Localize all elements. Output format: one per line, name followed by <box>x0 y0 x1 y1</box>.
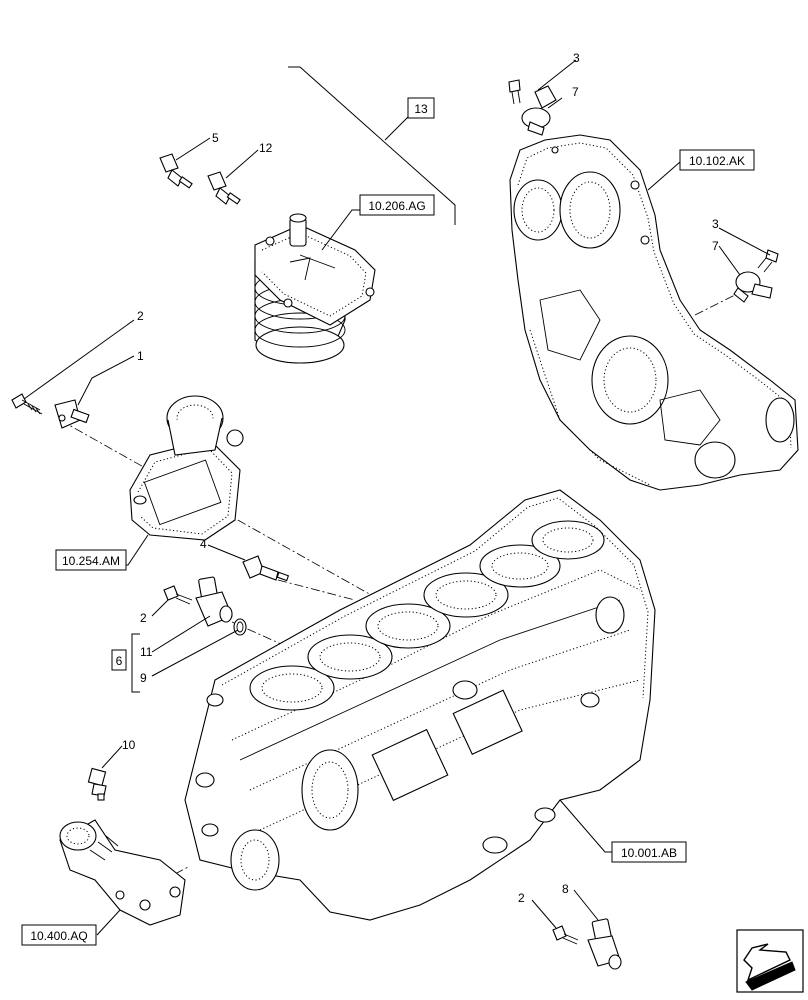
exhaust-manifold-elbow <box>129 395 244 541</box>
sensor-10 <box>87 767 107 801</box>
seal-ring-9 <box>233 618 247 636</box>
oil-filter-assembly <box>254 213 376 364</box>
sensor-1 <box>54 399 90 429</box>
sensor-5 <box>159 153 193 189</box>
callout-7-upper: 7 <box>572 85 579 99</box>
reference-10-102-ak: 10.102.AK <box>679 149 755 171</box>
reference-10-254-am: 10.254.AM <box>55 549 127 571</box>
bolt-2-upper <box>11 393 43 415</box>
callout-numbers: 2 1 3 7 3 7 4 5 12 2 11 9 10 2 8 <box>122 51 719 905</box>
reference-13: 13 <box>407 97 435 119</box>
callout-5: 5 <box>212 131 219 145</box>
reference-6-label: 6 <box>116 654 123 668</box>
reference-10-206-ag-label: 10.206.AG <box>368 199 425 213</box>
sensor-7-upper <box>521 85 557 136</box>
sensor-12 <box>207 171 241 205</box>
callout-1: 1 <box>137 349 144 363</box>
sensor-11 <box>195 576 233 627</box>
reference-10-400-aq-label: 10.400.AQ <box>30 929 87 943</box>
reference-13-label: 13 <box>414 102 428 116</box>
callout-12: 12 <box>259 141 273 155</box>
sensor-4 <box>242 555 290 582</box>
reference-10-206-ag: 10.206.AG <box>359 194 435 216</box>
callout-11: 11 <box>140 645 153 659</box>
reference-10-102-ak-label: 10.102.AK <box>689 154 745 168</box>
sensor-8 <box>587 918 622 970</box>
orientation-arrow-icon <box>736 929 804 993</box>
engine-block <box>184 489 656 921</box>
callout-2-upper: 2 <box>137 309 144 323</box>
callout-10: 10 <box>122 738 136 752</box>
callout-2-middle: 2 <box>140 611 147 625</box>
flywheel-housing <box>509 134 799 491</box>
bolt-3-upper <box>508 79 521 105</box>
sensor-7-right <box>733 271 773 303</box>
callout-7-right: 7 <box>712 239 719 253</box>
callout-9: 9 <box>140 671 147 685</box>
callout-4: 4 <box>200 537 207 551</box>
cylinder-bores <box>249 520 605 711</box>
reference-10-400-aq: 10.400.AQ <box>21 924 97 946</box>
reference-10-254-am-label: 10.254.AM <box>62 554 120 568</box>
coolant-inlet-pipe <box>59 819 186 926</box>
bolt-2-middle <box>163 585 193 605</box>
callout-3-upper: 3 <box>573 51 580 65</box>
callout-2-lower: 2 <box>518 891 525 905</box>
bolt-3-right <box>757 249 779 273</box>
reference-10-001-ab-label: 10.001.AB <box>621 846 677 860</box>
bolt-2-lower <box>552 925 579 945</box>
callout-8: 8 <box>562 882 569 896</box>
reference-6: 6 <box>111 649 127 671</box>
callout-3-right: 3 <box>712 217 719 231</box>
reference-10-001-ab: 10.001.AB <box>611 841 687 863</box>
